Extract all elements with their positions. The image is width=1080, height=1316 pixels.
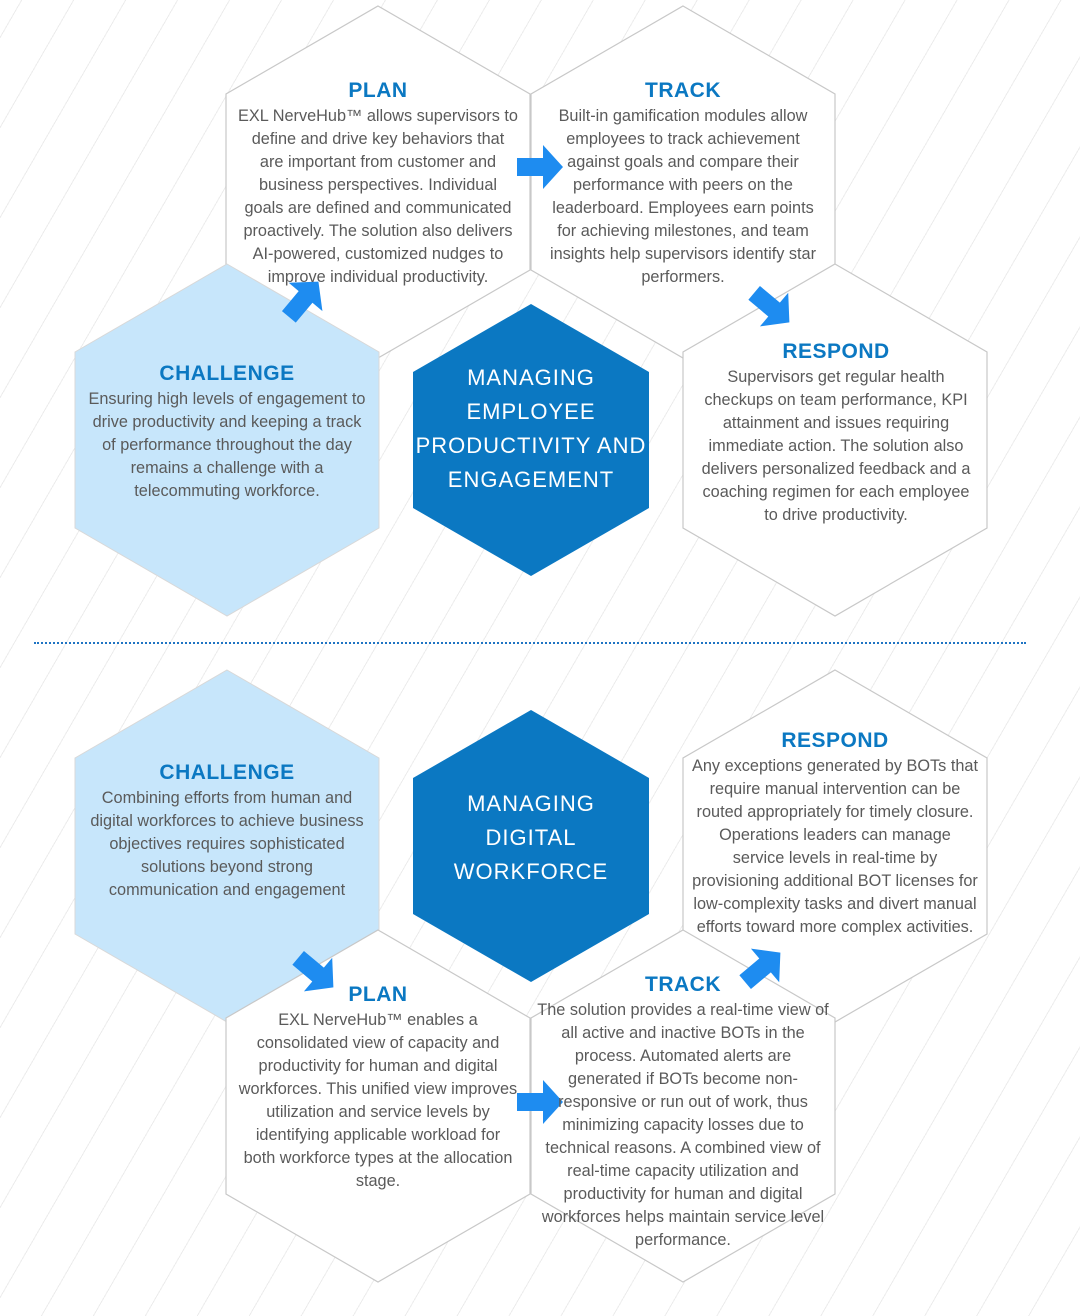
track-body-1: Built-in gamification modules allow empl…: [549, 107, 817, 286]
center-line-1-1: MANAGING: [467, 365, 595, 390]
plan-body-1: EXL NerveHub™ allows supervisors to defi…: [238, 107, 518, 286]
track-body-2: The solution provides a real-time view o…: [537, 1001, 829, 1249]
challenge-title-1: CHALLENGE: [159, 362, 295, 385]
section-divider: [34, 642, 1026, 644]
track-text-2: TRACK The solution provides a real-time …: [536, 972, 830, 1252]
respond-text-2: RESPOND Any exceptions generated by BOTs…: [692, 728, 978, 939]
respond-text-1: RESPOND Supervisors get regular health c…: [696, 339, 976, 527]
hex-plan-2: [225, 929, 531, 1283]
hex-challenge-1: [74, 263, 380, 617]
respond-title-1: RESPOND: [782, 340, 890, 363]
plan-title-1: PLAN: [348, 79, 408, 102]
respond-body-2: Any exceptions generated by BOTs that re…: [692, 757, 978, 936]
track-text-1: TRACK Built-in gamification modules allo…: [545, 78, 821, 289]
plan-title-2: PLAN: [348, 983, 408, 1006]
plan-text-1: PLAN EXL NerveHub™ allows supervisors to…: [238, 78, 518, 289]
track-title-2: TRACK: [645, 973, 721, 996]
center-line-1-4: ENGAGEMENT: [447, 467, 615, 492]
challenge-body-2: Combining efforts from human and digital…: [90, 789, 364, 899]
hex-track-2: [530, 929, 836, 1283]
center-line-2-3: WORKFORCE: [453, 859, 609, 884]
plan-body-2: EXL NerveHub™ enables a consolidated vie…: [238, 1011, 518, 1190]
hex-center-2: [413, 710, 649, 982]
challenge-body-1: Ensuring high levels of engagement to dr…: [88, 390, 366, 500]
respond-body-1: Supervisors get regular health checkups …: [701, 368, 971, 524]
challenge-text-1: CHALLENGE Ensuring high levels of engage…: [86, 361, 368, 503]
track-title-1: TRACK: [645, 79, 721, 102]
center-line-2-2: DIGITAL: [485, 825, 577, 850]
center-line-1-2: EMPLOYEE: [466, 399, 596, 424]
challenge-text-2: CHALLENGE Combining efforts from human a…: [86, 760, 368, 902]
center-line-1-3: PRODUCTIVITY AND: [415, 433, 647, 458]
hex-respond-1: [682, 263, 988, 617]
hex-center-1: [413, 304, 649, 576]
center-label-2: MANAGING DIGITAL WORKFORCE: [413, 787, 649, 889]
center-label-1: MANAGING EMPLOYEE PRODUCTIVITY AND ENGAG…: [413, 361, 649, 497]
center-line-2-1: MANAGING: [467, 791, 595, 816]
challenge-title-2: CHALLENGE: [159, 761, 295, 784]
respond-title-2: RESPOND: [781, 729, 889, 752]
plan-text-2: PLAN EXL NerveHub™ enables a consolidate…: [238, 982, 518, 1193]
